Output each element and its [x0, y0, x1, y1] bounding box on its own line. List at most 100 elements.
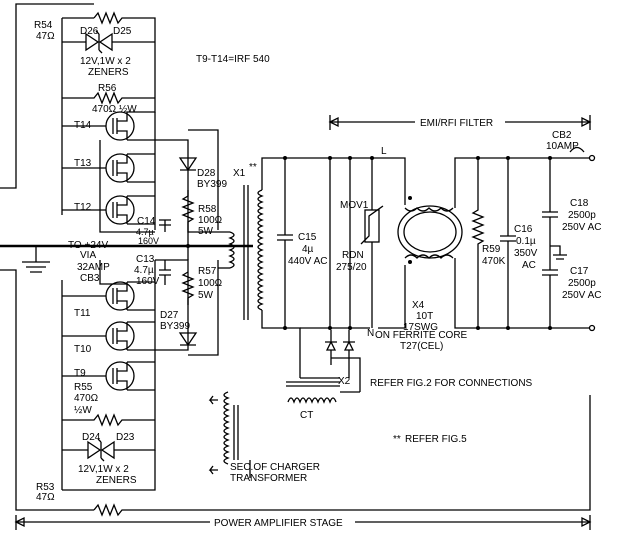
r59-value: 470K [482, 256, 506, 267]
refer-fig5-mark: ** [393, 434, 401, 445]
c13-value: 4.7µ [134, 265, 154, 276]
x4-name: X4 [412, 300, 425, 311]
to24v-4: CB3 [80, 273, 100, 284]
x4-turns: 10T [416, 311, 433, 322]
x2-label: X2 [338, 376, 351, 387]
c14-voltage: 160V [138, 236, 159, 246]
d28-name: D28 [197, 168, 216, 179]
refer-fig5-label: REFER FIG.5 [405, 434, 467, 445]
d27-name: D27 [160, 310, 179, 321]
x1-mark: ** [249, 162, 257, 173]
r59-name: R59 [482, 244, 501, 255]
transformer-ct [286, 381, 360, 404]
zener-pair-top [62, 30, 155, 54]
to24v-2: VIA [80, 250, 96, 261]
d23-label: D23 [116, 432, 135, 443]
c14-name: C14 [137, 216, 156, 227]
r54-name: R54 [34, 20, 53, 31]
l-label: L [381, 146, 387, 157]
x4-core: ON FERRITE CORE [375, 330, 468, 341]
r57-power: 5W [198, 290, 214, 301]
c18-name: C18 [570, 198, 589, 209]
ct-label: CT [300, 410, 313, 421]
rdn-value: 275/20 [336, 262, 367, 273]
varistor-mov1 [360, 156, 384, 328]
mov1-label: MOV1 [340, 200, 369, 211]
power-stage-dimension-arrow [14, 515, 592, 530]
r57-name: R57 [198, 266, 217, 277]
r55-name: R55 [74, 382, 93, 393]
r53-value: 47Ω [36, 492, 55, 503]
x4-wire: 17SWG [403, 322, 438, 333]
capacitor-c15 [277, 156, 293, 330]
circuit-breaker-cb2 [569, 146, 596, 332]
d25-label: D25 [113, 26, 132, 37]
capacitors-c18-c17 [542, 156, 567, 330]
charger-label-2: TRANSFORMER [230, 473, 307, 484]
capacitor-c16 [500, 156, 516, 330]
r56-name: R56 [98, 83, 117, 94]
c15-name: C15 [298, 232, 317, 243]
choke-x4 [378, 157, 590, 329]
t11-label: T11 [74, 308, 91, 319]
t9-label: T9 [74, 368, 86, 379]
line-neutral-wires [300, 158, 370, 329]
c13-voltage: 160V [136, 276, 160, 287]
to24v-1: TO +24V [68, 240, 108, 251]
r55-resistor [62, 413, 155, 427]
r58-value: 100Ω [198, 215, 223, 226]
c16-name: C16 [514, 224, 533, 235]
d26-label: D26 [80, 26, 99, 37]
d28-type: BY399 [197, 179, 227, 190]
r55-power: ½W [74, 405, 92, 416]
charger-secondary [208, 391, 239, 475]
r53-resistor [93, 395, 591, 517]
c17-voltage: 250V AC [562, 290, 601, 301]
c17-value: 2500p [568, 278, 596, 289]
cb2-name: CB2 [552, 130, 572, 141]
ground-symbol-left [22, 261, 50, 273]
r57-value: 100Ω [198, 278, 223, 289]
r54-resistor [93, 11, 156, 98]
c13-name: C13 [136, 254, 155, 265]
c16-value: 0.1µ [516, 236, 536, 247]
zeners-bot-2: ZENERS [96, 475, 137, 486]
r58-power: 5W [198, 226, 214, 237]
c15-voltage: 440V AC [288, 256, 327, 267]
bridge-x2 [300, 330, 361, 392]
c17-name: C17 [570, 266, 589, 277]
c16-ac: AC [522, 260, 536, 271]
cb2-rating: 10AMP [546, 141, 579, 152]
d24-label: D24 [82, 432, 101, 443]
r59-resistor [471, 158, 485, 328]
c18-value: 2500p [568, 210, 596, 221]
r53-name: R53 [36, 482, 55, 493]
r56-resistor [62, 91, 155, 105]
d27-type: BY399 [160, 321, 190, 332]
power-stage-label: POWER AMPLIFIER STAGE [214, 518, 343, 529]
c16-voltage: 350V [514, 248, 538, 259]
t14-label: T14 [74, 120, 92, 131]
emi-filter-label: EMI/RFI FILTER [420, 118, 493, 129]
t12-label: T12 [74, 202, 92, 213]
n-label: N [367, 328, 374, 339]
t13-label: T13 [74, 158, 92, 169]
transformer-x1 [218, 157, 378, 378]
c14-value: 4.7µ [136, 227, 154, 237]
x4-core-type: T27(CEL) [400, 341, 443, 352]
snubber-network [155, 129, 253, 356]
x1-label: X1 [233, 168, 246, 179]
zeners-top-2: ZENERS [88, 67, 129, 78]
rdn-name: RDN [342, 250, 364, 261]
r56-value: 470Ω ½W [92, 104, 137, 115]
c18-voltage: 250V AC [562, 222, 601, 233]
emi-filter-dimension-arrow [328, 115, 592, 130]
c15-value: 4µ [302, 244, 314, 255]
mosfet-bank-upper [62, 98, 156, 233]
t10-label: T10 [74, 344, 92, 355]
r55-value: 470Ω [74, 393, 99, 404]
mosfet-bank-lower [61, 260, 156, 475]
r54-value: 47Ω [36, 31, 55, 42]
zeners-top-1: 12V,1W x 2 [80, 56, 131, 67]
